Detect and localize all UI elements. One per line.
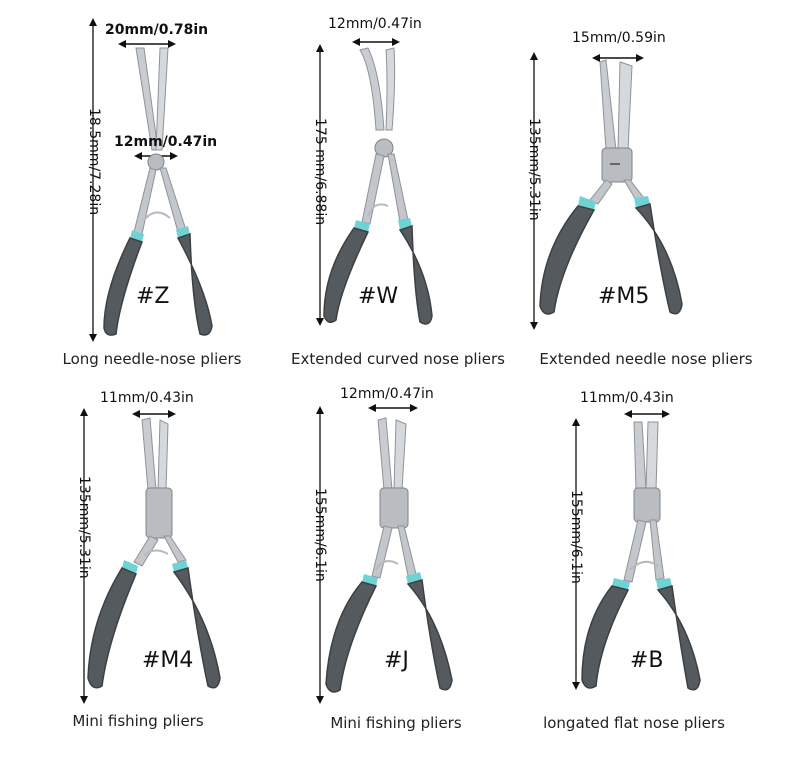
product-code: #W xyxy=(358,284,399,309)
pliers-illustration-m5 xyxy=(530,52,683,330)
length-label: 155mm/6.1in xyxy=(312,488,328,582)
product-card-j: 12mm/0.47in 155mm/6.1in #J Mini fishing … xyxy=(290,380,550,760)
length-label: 155mm/6.1in xyxy=(568,490,584,584)
pliers-illustration-m4 xyxy=(80,408,221,704)
product-caption: Mini fishing pliers xyxy=(330,714,462,732)
product-caption: Mini fishing pliers xyxy=(72,712,204,730)
product-caption: Extended needle nose pliers xyxy=(539,350,753,368)
product-card-m4: 11mm/0.43in 135mm/5.31in #M4 Mini fishin… xyxy=(60,380,320,760)
length-label: 175 mm/6.88in xyxy=(312,118,328,226)
jaw-width-label: 12mm/0.47in xyxy=(328,16,422,32)
product-caption: Extended curved nose pliers xyxy=(291,350,505,368)
product-code: #M4 xyxy=(142,648,194,673)
jaw-width-label: 11mm/0.43in xyxy=(580,390,674,406)
product-code: #M5 xyxy=(598,284,650,309)
product-caption: Long needle-nose pliers xyxy=(62,350,242,368)
jaw-width-label: 12mm/0.47in xyxy=(340,386,434,402)
pliers-illustration-z xyxy=(89,18,213,342)
jaw-width-label: 20mm/0.78in xyxy=(105,22,209,38)
length-label: 135mm/5.31in xyxy=(76,476,92,579)
jaw-width-label: 15mm/0.59in xyxy=(572,30,666,46)
product-card-b: 11mm/0.43in 155mm/6.1in #B longated flat… xyxy=(510,380,770,760)
product-code: #Z xyxy=(136,284,170,309)
product-caption: longated flat nose pliers xyxy=(543,714,725,732)
product-card-w: 12mm/0.47in 175 mm/6.88in #W Extended cu… xyxy=(290,0,550,380)
length-label: 135mm/5.31in xyxy=(526,118,542,221)
product-card-m5: 15mm/0.59in 135mm/5.31in #M5 Extended ne… xyxy=(510,0,770,380)
jaw-width-label: 11mm/0.43in xyxy=(100,390,194,406)
length-label: 18.5mm/7.28in xyxy=(86,108,102,216)
product-code: #J xyxy=(384,648,409,673)
pliers-illustration-w xyxy=(316,38,433,326)
pliers-illustration-j xyxy=(316,404,453,704)
pivot-width-label: 12mm/0.47in xyxy=(114,134,218,150)
product-card-z: 20mm/0.78in 12mm/0.47in 18.5mm/7.28in #Z… xyxy=(60,0,320,380)
product-code: #B xyxy=(630,648,664,673)
pliers-illustration-b xyxy=(572,410,701,691)
